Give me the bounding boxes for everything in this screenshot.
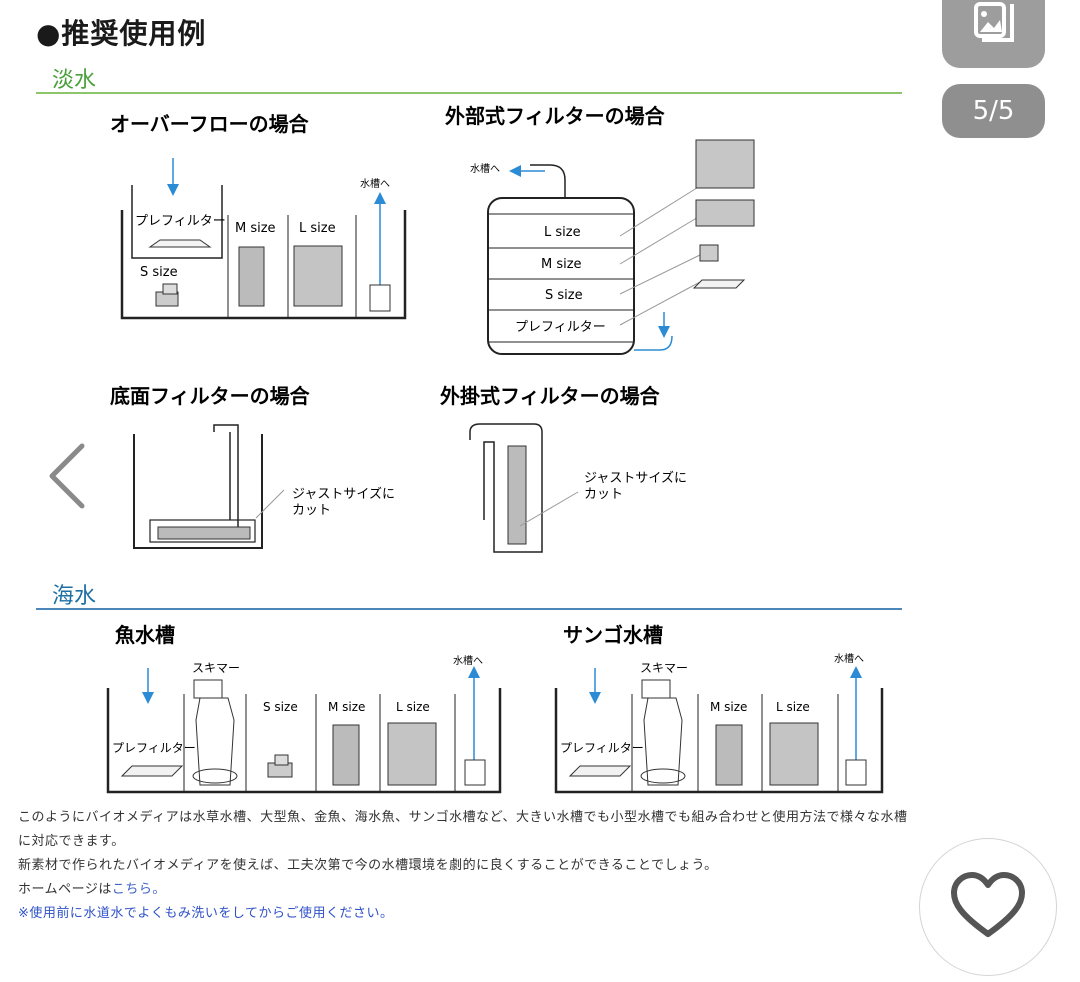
external-s-label: S size	[545, 288, 583, 303]
homepage-link[interactable]: こちら。	[111, 882, 166, 897]
external-m-label: M size	[541, 257, 582, 272]
coral-m-label: M size	[710, 700, 747, 714]
like-button[interactable]	[919, 838, 1057, 976]
section-divider	[36, 608, 902, 610]
external-to-tank: 水槽へ	[470, 162, 500, 175]
hangon-diagram: 外掛式フィルターの場合 ジャストサイズに カット	[440, 384, 687, 553]
fish-tank-title: 魚水槽	[115, 623, 175, 647]
fish-prefilter-label: プレフィルター	[112, 741, 196, 755]
overflow-to-tank: 水槽へ	[360, 177, 390, 190]
prev-image-button[interactable]	[40, 440, 100, 510]
heart-icon	[951, 872, 1025, 937]
fish-tank-diagram: 魚水槽 スキマー 水槽へ プレフィルター S size M size L siz…	[106, 623, 502, 794]
hangon-title: 外掛式フィルターの場合	[440, 384, 661, 408]
external-diagram: 外部式フィルターの場合 水槽へ L size M size S size プレフ…	[445, 104, 755, 355]
bottom-diagram: 底面フィルターの場合 ジャストサイズに カット	[110, 384, 395, 549]
thumbnail-button[interactable]	[942, 0, 1045, 68]
fish-s-label: S size	[263, 700, 298, 714]
image-counter: 5/5	[942, 84, 1045, 138]
description-line: 新素材で作られたバイオメディアを使えば、工夫次第で今の水槽環境を劇的に良くするこ…	[18, 858, 718, 873]
coral-tank-title: サンゴ水槽	[563, 623, 663, 647]
coral-prefilter-label: プレフィルター	[560, 741, 644, 755]
overflow-diagram: オーバーフローの場合 プレフィルター S size M size L size …	[110, 112, 407, 320]
overflow-prefilter-label: プレフィルター	[135, 214, 226, 229]
l-block	[293, 245, 343, 307]
external-l-label: L size	[544, 225, 581, 240]
page-title: ●推奨使用例	[36, 17, 207, 50]
external-prefilter-label: プレフィルター	[515, 320, 606, 335]
hangon-filter	[469, 423, 543, 553]
fish-l-label: L size	[396, 700, 430, 714]
description-line: に対応できます。	[18, 834, 125, 849]
section-divider	[36, 92, 902, 94]
fish-skimmer-label: スキマー	[192, 661, 240, 675]
bottom-title: 底面フィルターの場合	[110, 384, 311, 408]
coral-skimmer-label: スキマー	[640, 661, 688, 675]
section-freshwater: 淡水	[52, 68, 97, 93]
description-line: ホームページはこちら。	[18, 878, 1068, 902]
description-text: このようにバイオメディアは水草水槽、大型魚、金魚、海水魚、サンゴ水槽など、大きい…	[18, 806, 1068, 926]
usage-note: ※使用前に水道水でよくもみ洗いをしてからご使用ください。	[18, 906, 394, 921]
m-block	[238, 246, 265, 307]
bottom-cut-1: ジャストサイズに	[292, 486, 395, 502]
coral-l-label: L size	[776, 700, 810, 714]
prefilter-pad	[148, 239, 212, 248]
canister	[487, 197, 635, 355]
overflow-tank	[120, 210, 407, 320]
overflow-s-label: S size	[140, 265, 178, 280]
description-line: このようにバイオメディアは水草水槽、大型魚、金魚、海水魚、サンゴ水槽など、大きい…	[18, 810, 908, 825]
bottom-tank	[133, 434, 263, 549]
overflow-m-label: M size	[235, 221, 276, 236]
bottom-cut-2: カット	[292, 503, 331, 518]
coral-to-tank: 水槽へ	[834, 652, 864, 665]
overflow-inner-box	[131, 185, 223, 259]
hangon-cut-2: カット	[584, 487, 623, 502]
overflow-title: オーバーフローの場合	[110, 112, 310, 136]
section-saltwater: 海水	[52, 584, 97, 609]
overflow-l-label: L size	[299, 221, 336, 236]
homepage-prefix: ホームページは	[18, 882, 112, 897]
image-gallery-icon	[974, 2, 1014, 42]
hangon-cut-1: ジャストサイズに	[584, 470, 687, 486]
fish-to-tank: 水槽へ	[453, 654, 483, 667]
chevron-left-icon	[49, 443, 85, 509]
coral-tank-diagram: サンゴ水槽 スキマー 水槽へ プレフィルター M size L size	[554, 623, 884, 794]
fish-m-label: M size	[328, 700, 365, 714]
external-title: 外部式フィルターの場合	[445, 104, 666, 128]
pump	[369, 284, 391, 312]
